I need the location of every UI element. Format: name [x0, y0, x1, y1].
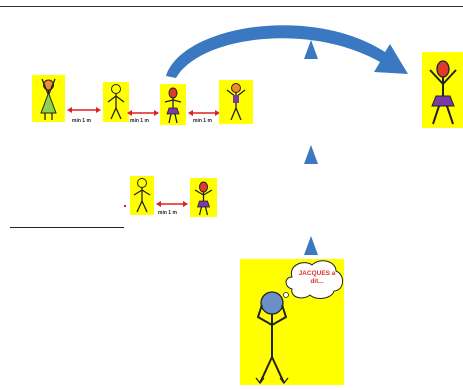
jacques-card: JACQUES a dit...: [240, 259, 344, 385]
figure-card-skirt-2: [190, 178, 217, 217]
underline-rule: [10, 227, 124, 228]
figure-card-large: [422, 52, 463, 128]
distance-label-3: min 1 m: [193, 118, 212, 124]
distance-label-4: min 1 m: [158, 210, 177, 216]
double-arrow-4: [156, 201, 188, 207]
double-arrow-2: [127, 110, 159, 116]
skirt-figure-icon: [164, 87, 182, 124]
distance-label-2: min 1 m: [130, 118, 149, 124]
figure-card-shirt: [219, 80, 253, 124]
jacques-thinking-figure-icon: [255, 260, 343, 385]
figure-card-skirt-1: [160, 84, 186, 125]
triangle-marker-3: [304, 236, 318, 255]
skirt-figure-icon-2: [194, 181, 213, 216]
red-dot: [124, 205, 126, 207]
curved-arrow: [166, 25, 408, 78]
speech-bubble-text: JACQUES a dit...: [298, 270, 336, 285]
triangle-marker-1: [304, 40, 318, 59]
triangle-marker-2: [304, 145, 318, 164]
figure-card-plain-1: [103, 82, 129, 122]
plain-figure-icon-2: [133, 178, 151, 213]
figure-card-girl: [32, 75, 65, 122]
figure-card-plain-2: [130, 176, 154, 215]
double-arrow-3: [188, 110, 220, 116]
shirt-figure-icon: [226, 83, 246, 121]
top-rule: [0, 6, 463, 7]
double-arrow-1: [67, 107, 101, 113]
large-skirt-figure-icon: [429, 60, 457, 125]
distance-label-1: min 1 m: [72, 118, 91, 124]
plain-figure-icon: [107, 84, 125, 120]
girl-figure-icon: [40, 78, 57, 120]
